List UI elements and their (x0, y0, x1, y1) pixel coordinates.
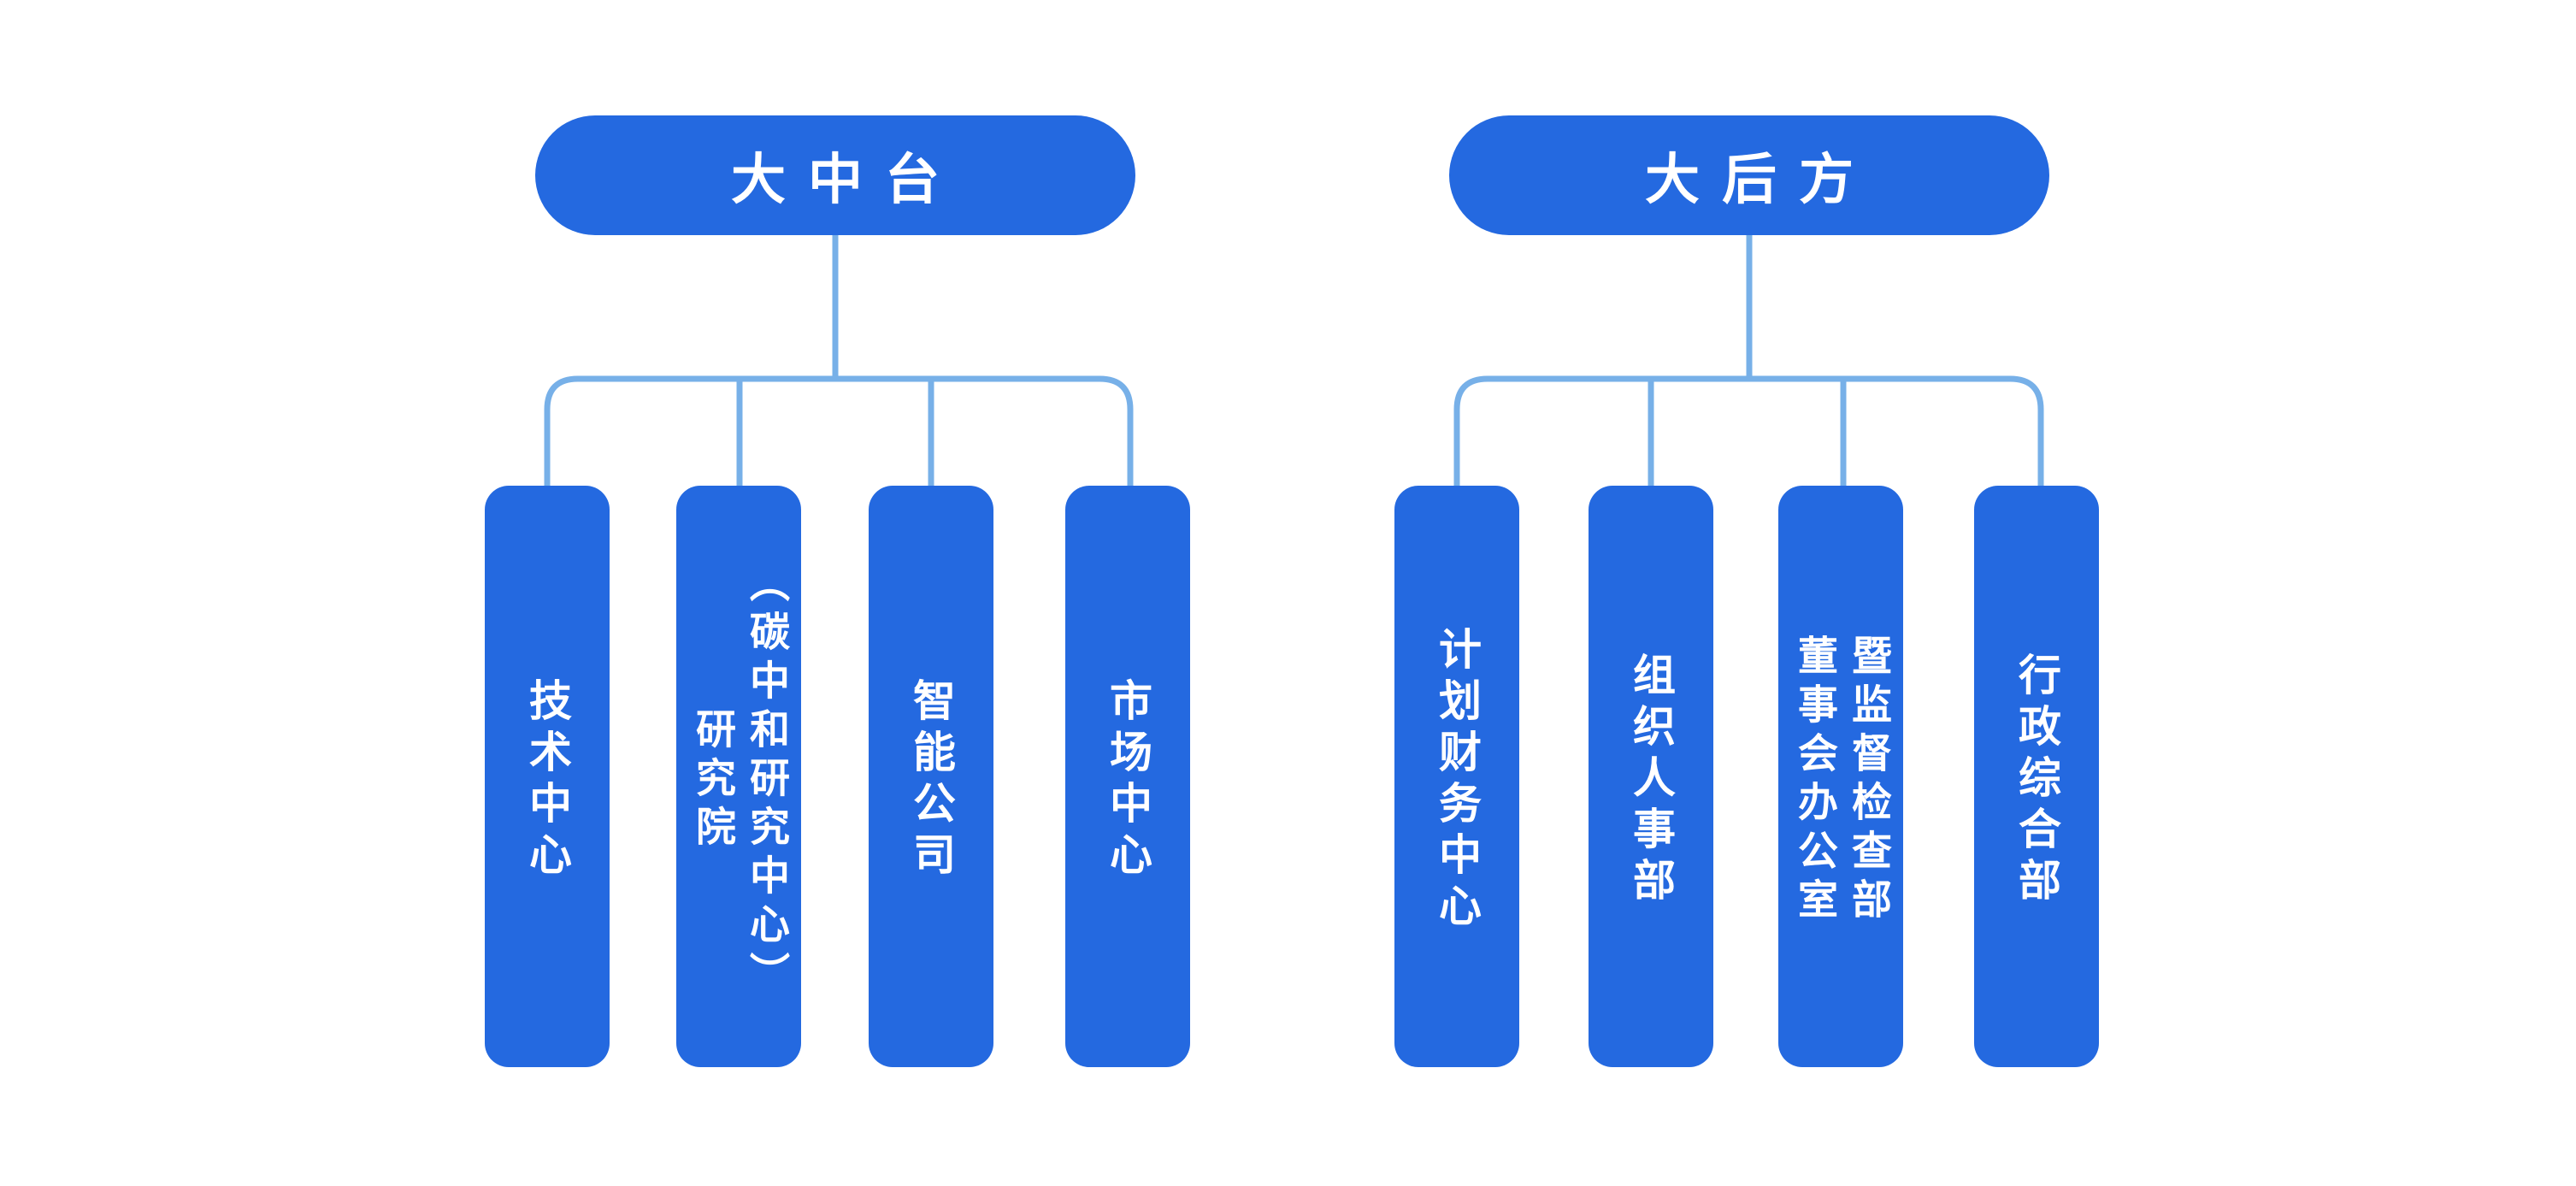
branch1-bus-line (544, 375, 1134, 486)
root-node-branch2[interactable]: 大后方 (1449, 115, 2049, 235)
root-node-branch1-label: 大中台 (731, 149, 962, 210)
department-node-label: 市场中心 (1104, 678, 1152, 883)
department-node-board-office-supervision-dept[interactable]: 董事会办公室 暨监督检查部 (1778, 486, 1903, 1067)
branch2-bus-line (1453, 375, 2044, 486)
root-node-branch1[interactable]: 大中台 (535, 115, 1135, 235)
department-node-tech-center[interactable]: 技术中心 (485, 486, 610, 1067)
department-node-label: 技术中心 (523, 678, 571, 883)
root-node-branch2-label: 大后方 (1645, 149, 1876, 210)
department-node-personnel-dept[interactable]: 组织人事部 (1589, 486, 1713, 1067)
department-node-label: 董事会办公室 暨监督检查部 (1792, 634, 1891, 927)
department-node-label: 组织人事部 (1627, 652, 1675, 909)
department-node-label: 计划财务中心 (1433, 627, 1481, 935)
department-node-intelligent-company[interactable]: 智能公司 (869, 486, 993, 1067)
department-node-label: 行政综合部 (2013, 652, 2060, 909)
department-node-label: 智能公司 (907, 678, 955, 883)
department-node-market-center[interactable]: 市场中心 (1065, 486, 1190, 1067)
department-node-admin-general-dept[interactable]: 行政综合部 (1974, 486, 2099, 1067)
department-node-research-institute[interactable]: 研究院 （碳中和研究中心） (676, 486, 801, 1067)
department-node-planning-finance-center[interactable]: 计划财务中心 (1394, 486, 1519, 1067)
department-node-label: 研究院 （碳中和研究中心） (690, 561, 789, 1000)
